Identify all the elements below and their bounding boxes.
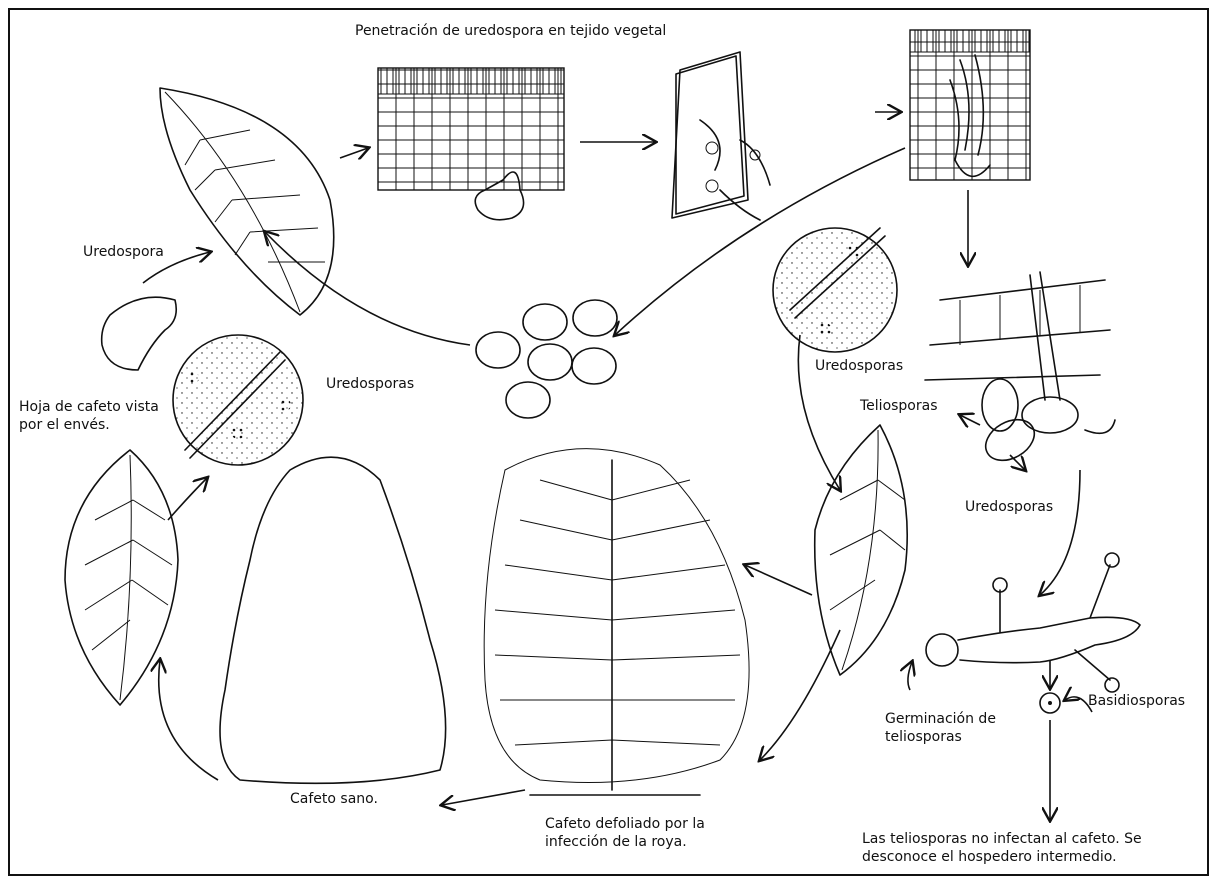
label-uredosporas-right: Uredosporas <box>965 498 1053 516</box>
label-germinacion: Germinación de teliosporas <box>885 710 1015 746</box>
label-hoja-enves: Hoja de cafeto vista por el envés. <box>19 398 169 434</box>
infected-leaf-right <box>815 425 908 675</box>
label-uredospora: Uredospora <box>83 243 164 261</box>
label-penetration: Penetración de uredospora en tejido vege… <box>355 22 666 40</box>
defoliated-coffee-tree <box>484 449 749 795</box>
infected-leaf-left <box>65 450 178 705</box>
label-teliosporas: Teliosporas <box>860 397 938 415</box>
healthy-leaf <box>160 88 334 315</box>
label-uredosporas-left: Uredosporas <box>326 375 414 393</box>
label-nota-teliosporas: Las teliosporas no infectan al cafeto. S… <box>862 830 1192 866</box>
tissue-section-1 <box>378 68 564 220</box>
label-cafeto-sano: Cafeto sano. <box>290 790 378 808</box>
label-cafeto-defoliado: Cafeto defoliado por la infección de la … <box>545 815 735 851</box>
label-uredosporas-mid: Uredosporas <box>815 357 903 375</box>
magnified-leaf-spots <box>773 228 897 352</box>
magnified-leaf-underside <box>173 335 303 465</box>
uredospore-cluster <box>476 300 617 418</box>
healthy-coffee-tree <box>220 457 446 783</box>
uredospora-single <box>102 297 177 370</box>
hypha-penetration <box>672 52 770 220</box>
label-basidiosporas: Basidiosporas <box>1088 692 1185 710</box>
sporulation-section <box>925 272 1115 469</box>
tissue-section-2 <box>910 30 1030 180</box>
teliospore-germination <box>926 553 1140 713</box>
